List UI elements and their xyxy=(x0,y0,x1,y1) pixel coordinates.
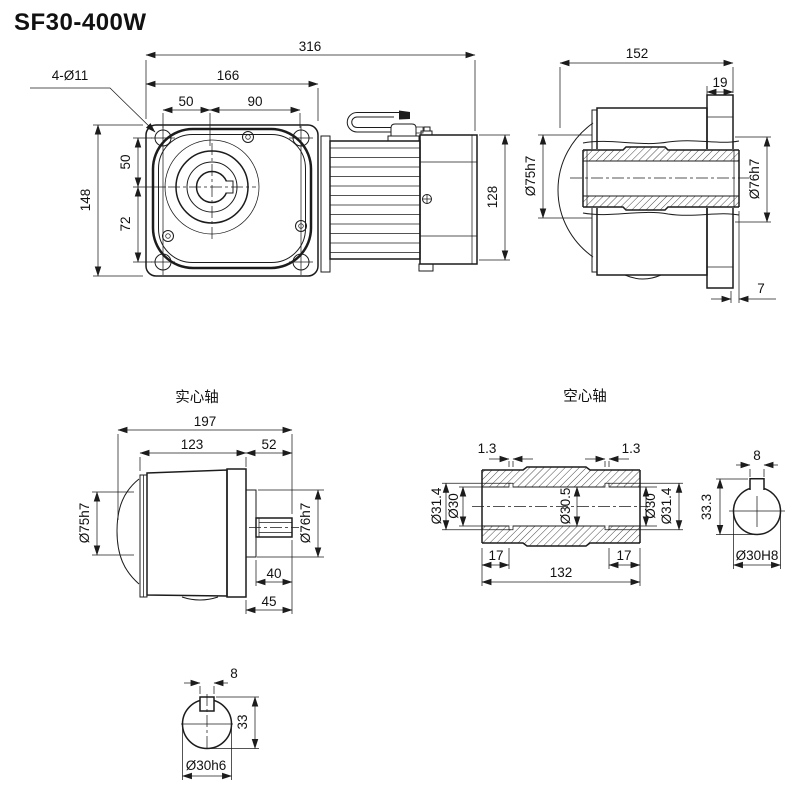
side-view-dimensions: 152 19 7 Ø75h7 Ø76h7 xyxy=(523,46,776,303)
dim-key-depth: 33 xyxy=(235,714,250,729)
dim-bore-key-width: 8 xyxy=(753,448,761,463)
dim-pilot-right: Ø76h7 xyxy=(747,159,762,200)
bell-arc xyxy=(116,478,140,585)
dim-shaft-diameter: Ø30h6 xyxy=(186,758,227,773)
dim-body-length: 123 xyxy=(181,437,204,452)
dim-pilot-left: Ø75h7 xyxy=(523,156,538,197)
bell-arc xyxy=(557,122,594,258)
output-shaft-dimensions: 8 Ø30h6 33 xyxy=(181,666,259,780)
dim-groove-right: 1.3 xyxy=(622,441,641,456)
terminal-connector xyxy=(390,123,417,137)
dim-hole-rise: 50 xyxy=(118,154,133,169)
hollow-shaft-hub xyxy=(472,466,650,547)
dim-flange-width: 166 xyxy=(217,68,240,83)
output-bore xyxy=(164,139,260,240)
hollow-shaft-dimensions: 1.3 1.3 17 17 132 Ø31.4 Ø30 Ø30.5 Ø30 Ø3… xyxy=(429,441,683,586)
power-cable xyxy=(346,110,424,142)
bore-cross-section: 8 Ø30H8 33.3 xyxy=(699,448,785,569)
output-boss xyxy=(245,489,257,558)
page-title: SF30-400W xyxy=(14,9,147,36)
solid-shaft-view: 实心轴 197 123 52 40 45 Ø75h7 Ø76h xyxy=(77,389,324,614)
dim-motor-height: 128 xyxy=(485,186,500,209)
dim-shaft-protrusion: 7 xyxy=(757,281,765,296)
dim-front-length: 52 xyxy=(261,437,276,452)
gear-block xyxy=(226,468,247,598)
solid-output-shaft xyxy=(249,517,299,538)
dim-bore-center: Ø30.5 xyxy=(558,488,573,525)
dim-overall-width: 316 xyxy=(299,39,322,54)
dim-hole-drop: 72 xyxy=(118,216,133,231)
gear-cover xyxy=(151,127,313,270)
dim-bore-fit: Ø30H8 xyxy=(736,548,779,563)
solid-shaft-dimensions: 197 123 52 40 45 Ø75h7 Ø76h7 xyxy=(77,414,324,614)
dim-bore-right: Ø30 xyxy=(643,493,658,519)
side-view: 152 19 7 Ø75h7 Ø76h7 xyxy=(523,46,776,303)
cable-tip xyxy=(399,110,410,120)
motor-body xyxy=(320,126,478,273)
cover-screw-tabs xyxy=(162,131,307,242)
dim-end-right: 17 xyxy=(616,548,631,563)
hollow-shaft-label: 空心轴 xyxy=(563,388,607,405)
output-shaft-section: 8 Ø30h6 33 xyxy=(181,666,259,780)
dim-hole-span-left: 50 xyxy=(178,94,193,109)
solid-shaft-label: 实心轴 xyxy=(175,389,219,406)
dim-bell-diameter: Ø75h7 xyxy=(77,503,92,544)
dim-shaft-length: 45 xyxy=(261,594,276,609)
mounting-flange xyxy=(145,124,319,277)
dim-boss-diameter: Ø76h7 xyxy=(298,503,313,544)
dim-groove-bore-right: Ø31.4 xyxy=(659,487,674,524)
dim-groove-bore-left: Ø31.4 xyxy=(429,487,444,524)
dim-overall-length: 197 xyxy=(194,414,217,429)
dim-groove-left: 1.3 xyxy=(478,441,497,456)
hollow-shaft-view: 空心轴 1.3 1.3 17 17 xyxy=(429,388,785,586)
motor-housing xyxy=(146,469,228,597)
front-view-dimensions: 316 166 50 90 4-Ø11 148 50 72 128 xyxy=(30,39,510,277)
dim-hollow-overall: 132 xyxy=(550,565,573,580)
dim-holes-note: 4-Ø11 xyxy=(52,68,89,83)
dim-bore-left: Ø30 xyxy=(446,493,461,519)
hollow-shaft-section xyxy=(570,140,749,216)
flange-bolt-holes xyxy=(151,129,313,271)
dim-flange-thickness: 19 xyxy=(712,75,727,90)
front-view: 316 166 50 90 4-Ø11 148 50 72 128 xyxy=(30,39,510,277)
motor-end-cap xyxy=(419,134,478,265)
dim-key-width: 8 xyxy=(230,666,238,681)
dim-key-length: 40 xyxy=(266,566,281,581)
dim-hole-span-right: 90 xyxy=(247,94,262,109)
dim-flange-height: 148 xyxy=(78,189,93,212)
dim-end-left: 17 xyxy=(488,548,503,563)
dim-overall-depth: 152 xyxy=(626,46,649,61)
dim-bore-key-depth: 33.3 xyxy=(699,494,714,520)
